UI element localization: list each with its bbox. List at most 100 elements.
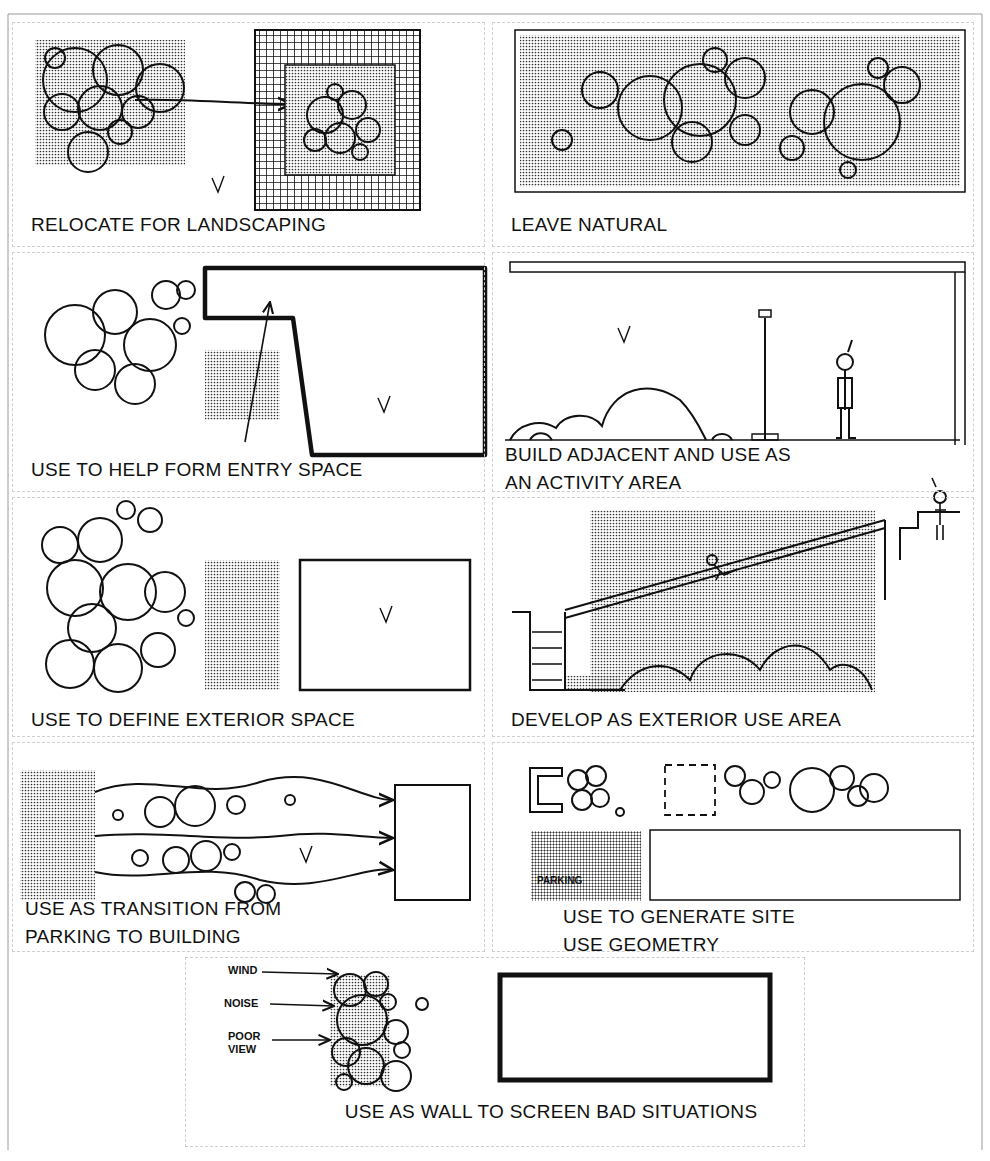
exterior-use-section-part xyxy=(714,565,736,580)
transition-sketch-part xyxy=(20,770,95,900)
entry-sketch-part xyxy=(174,318,190,334)
panel-caption: USE TO HELP FORM ENTRY SPACE xyxy=(31,456,471,484)
exterior-use-section-part xyxy=(900,512,960,560)
relocate-sketch-part xyxy=(352,144,368,160)
natural-sketch-part xyxy=(618,76,682,140)
exterior-space-sketch-part xyxy=(141,633,175,667)
sketch-panel: USE TO HELP FORM ENTRY SPACE xyxy=(12,252,485,492)
relocate-sketch-part xyxy=(356,118,380,142)
natural-sketch-part xyxy=(725,58,765,98)
relocate-sketch-part xyxy=(108,120,132,144)
exterior-use-section-part xyxy=(707,555,717,565)
activity-section-part xyxy=(510,262,965,272)
relocate-sketch-part xyxy=(136,64,184,112)
page-frame-part xyxy=(8,14,9,1150)
natural-sketch-part xyxy=(582,72,618,108)
screen-wall-sketch-part xyxy=(384,1020,408,1044)
geometry-sketch-part xyxy=(665,765,715,815)
sketch-panel: LEAVE NATURAL xyxy=(492,22,974,247)
entry-sketch-part xyxy=(115,364,155,404)
geometry-sketch-part xyxy=(650,830,960,900)
screen-wall-sketch-part xyxy=(416,998,428,1010)
page-frame xyxy=(8,14,982,1150)
screen-wall-sketch-part xyxy=(270,1004,334,1006)
natural-sketch-part xyxy=(780,136,804,160)
condition-label: WIND xyxy=(228,964,268,977)
exterior-use-section-part xyxy=(565,689,625,691)
relocate-sketch-part xyxy=(327,84,343,100)
exterior-use-section-part xyxy=(590,510,875,692)
sketch-panel: RELOCATE FOR LANDSCAPING xyxy=(12,22,485,247)
entry-sketch-part xyxy=(378,396,390,412)
natural-sketch-part xyxy=(730,115,760,145)
page-frame-part xyxy=(8,14,982,15)
transition-sketch-part xyxy=(145,797,175,827)
entry-sketch-part xyxy=(124,319,176,371)
geometry-sketch-part xyxy=(830,766,854,790)
transition-sketch-part xyxy=(395,785,470,900)
relocate-sketch-part xyxy=(255,30,420,210)
activity-section-part xyxy=(837,354,853,370)
exterior-space-sketch-part xyxy=(47,560,103,616)
transition-sketch-part xyxy=(300,846,312,862)
geometry-sketch-part xyxy=(790,768,834,812)
panel-caption: LEAVE NATURAL xyxy=(511,211,951,239)
geometry-sketch-part xyxy=(860,774,888,802)
exterior-use-section xyxy=(512,478,960,692)
screen-wall-sketch-part xyxy=(262,972,338,974)
screen-wall-sketch-part xyxy=(364,972,388,996)
sketch-panel: USE TO DEFINE EXTERIOR SPACE xyxy=(12,497,485,737)
entry-sketch-part xyxy=(152,281,180,309)
entry-sketch-part xyxy=(205,268,485,455)
natural-sketch-part xyxy=(824,84,900,160)
sketch-panel: USE AS WALL TO SCREEN BAD SITUATIONS xyxy=(185,957,805,1147)
natural-sketch-part xyxy=(868,58,888,78)
activity-section-part xyxy=(618,326,630,342)
exterior-space-sketch-part xyxy=(42,527,78,563)
exterior-space-sketch-part xyxy=(78,518,122,562)
entry-sketch-part xyxy=(177,281,195,299)
relocate-sketch-part xyxy=(68,132,108,172)
relocate-sketch-part xyxy=(78,86,122,130)
transition-sketch-part xyxy=(113,810,123,820)
panel-caption: RELOCATE FOR LANDSCAPING xyxy=(31,211,471,239)
entry-sketch-part xyxy=(245,302,270,442)
exterior-space-sketch-part xyxy=(300,560,470,690)
activity-section-part xyxy=(530,433,552,440)
transition-sketch-part xyxy=(227,796,245,814)
activity-section-part xyxy=(836,340,856,438)
screen-wall-sketch-part xyxy=(500,975,770,1080)
relocate-sketch-part xyxy=(45,48,65,68)
geometry-sketch-part xyxy=(740,780,764,804)
transition-sketch-part xyxy=(191,841,221,871)
screen-wall-sketch xyxy=(262,972,770,1091)
entry-sketch-part xyxy=(75,350,115,390)
panel-caption: USE AS WALL TO SCREEN BAD SITUATIONS xyxy=(281,1098,821,1126)
geometry-sketch-part xyxy=(572,790,592,810)
screen-wall-sketch-part xyxy=(380,994,396,1010)
sketch-panel: BUILD ADJACENT AND USE AS AN ACTIVITY AR… xyxy=(492,252,974,492)
panel-caption: USE TO GENERATE SITE USE GEOMETRY xyxy=(563,903,825,958)
natural-sketch-part xyxy=(552,130,572,150)
geometry-sketch-part xyxy=(530,768,562,812)
page-frame-part xyxy=(982,14,983,1150)
sketch-panel: USE AS TRANSITION FROM PARKING TO BUILDI… xyxy=(12,742,485,952)
geometry-sketch-part xyxy=(725,766,745,786)
panel-caption: USE AS TRANSITION FROM PARKING TO BUILDI… xyxy=(25,895,325,950)
exterior-use-section-part xyxy=(932,478,946,540)
transition-sketch-part xyxy=(95,777,393,800)
activity-section-part xyxy=(759,310,771,317)
exterior-space-sketch-part xyxy=(138,508,162,532)
relocate-sketch-part xyxy=(285,65,395,175)
panel-caption: BUILD ADJACENT AND USE AS AN ACTIVITY AR… xyxy=(505,441,797,496)
relocate-sketch-part xyxy=(304,129,326,151)
transition-sketch-part xyxy=(224,844,240,860)
activity-section-part xyxy=(510,388,706,440)
activity-section-part xyxy=(764,318,766,440)
exterior-space-sketch-part xyxy=(117,501,135,519)
relocate-sketch-part xyxy=(44,94,80,130)
activity-section-part xyxy=(712,434,732,440)
natural-sketch-part xyxy=(840,162,856,178)
